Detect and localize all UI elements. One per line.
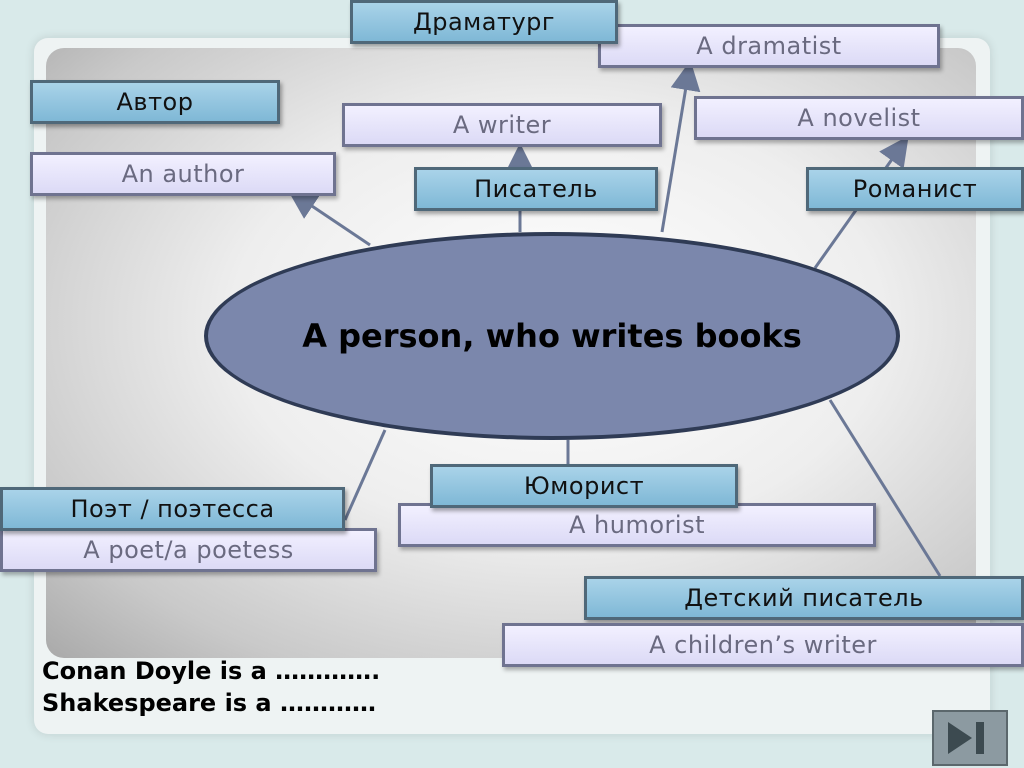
next-slide-button[interactable] bbox=[932, 710, 1008, 766]
term-author-en: An author bbox=[30, 152, 336, 196]
term-humorist-en: A humorist bbox=[398, 503, 876, 547]
term-poet-en: A poet/a poetess bbox=[0, 528, 377, 572]
question-conan-doyle: Conan Doyle is a …………. bbox=[42, 657, 381, 685]
term-author-ru: Автор bbox=[30, 80, 280, 124]
term-novelist-ru: Романист bbox=[806, 167, 1024, 211]
exercise-questions: Conan Doyle is a …………. Shakespeare is a … bbox=[42, 655, 380, 719]
play-next-icon bbox=[948, 722, 984, 754]
term-poet-ru: Поэт / поэтесса bbox=[0, 487, 345, 531]
connector-author bbox=[287, 189, 371, 247]
connector-childrens bbox=[828, 399, 942, 577]
term-childrens-en: A children’s writer bbox=[502, 623, 1024, 667]
term-dramatist-en: A dramatist bbox=[598, 24, 940, 68]
term-childrens-ru: Детский писатель bbox=[584, 576, 1024, 620]
connector-dramatist bbox=[660, 60, 701, 233]
central-concept: A person, who writes books bbox=[204, 232, 900, 440]
term-writer-ru: Писатель bbox=[414, 167, 658, 211]
connector-poet bbox=[343, 429, 387, 521]
term-writer-en: A writer bbox=[342, 103, 662, 147]
term-dramatist-ru: Драматург bbox=[350, 0, 618, 44]
term-humorist-ru: Юморист bbox=[430, 464, 738, 508]
question-shakespeare: Shakespeare is a ………… bbox=[42, 689, 376, 717]
term-novelist-en: A novelist bbox=[694, 96, 1024, 140]
